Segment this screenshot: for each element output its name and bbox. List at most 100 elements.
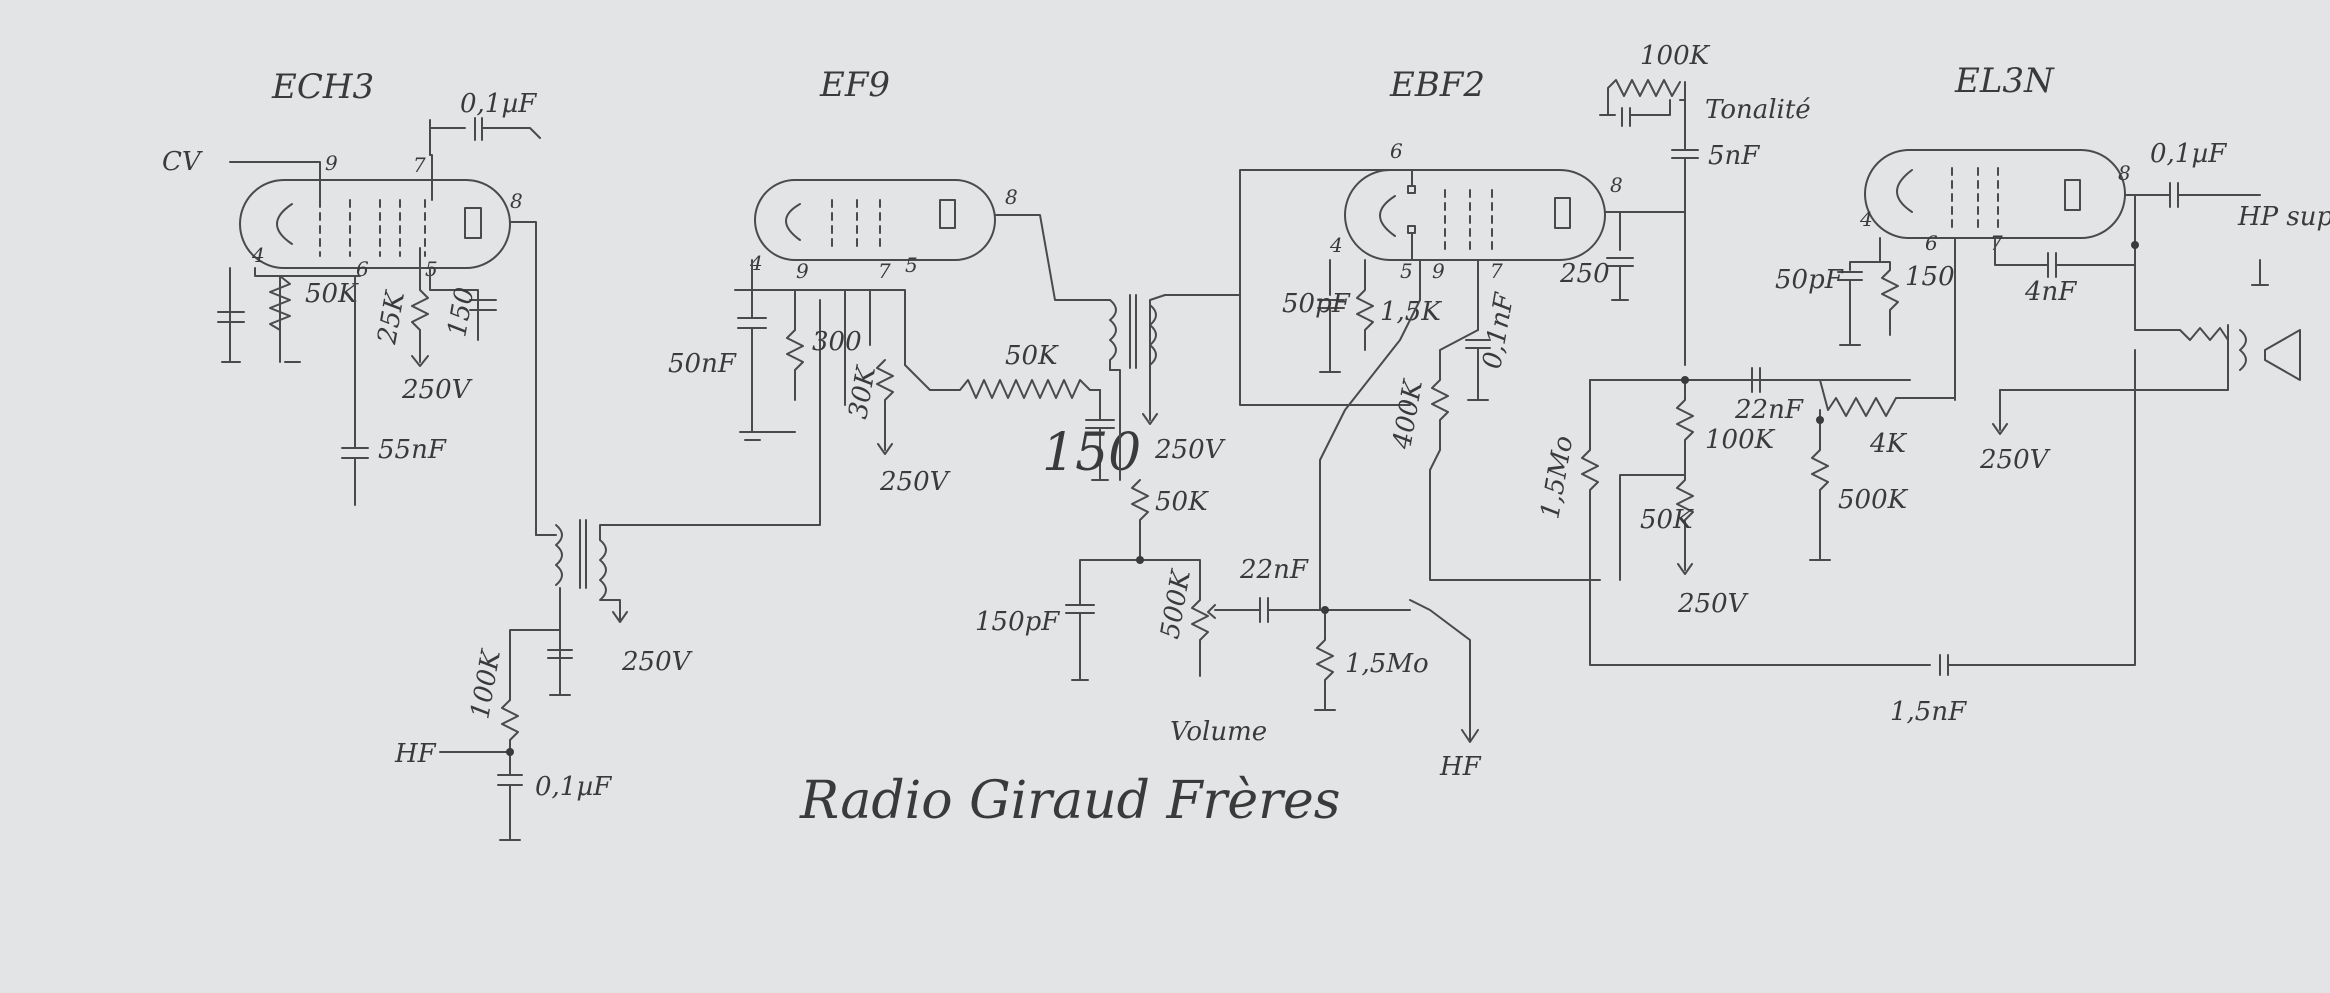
- resistor-100k: [501, 699, 519, 753]
- anode-ef9: [939, 199, 956, 229]
- cap-label: 50pF: [1775, 265, 1844, 295]
- pin-label: 8: [1610, 173, 1623, 197]
- wire: [599, 299, 821, 541]
- resistor-50k-ef9: [904, 364, 1101, 399]
- cap-label: 0,1nF: [1477, 290, 1520, 371]
- wire: [509, 221, 537, 536]
- cathode-ebf2: [1379, 195, 1396, 237]
- res-label: 30K: [843, 363, 882, 421]
- cap-label: 0,1µF: [460, 89, 537, 119]
- tube-label-ef9: EF9: [819, 65, 890, 105]
- wire: [229, 267, 361, 363]
- cap-250: [1606, 211, 1634, 301]
- resistor-15mo: [1314, 609, 1411, 711]
- pin-label: 6: [1925, 231, 1938, 255]
- res-label: 1,5Mo: [1535, 434, 1579, 522]
- wire-hf-center: [1409, 599, 1479, 743]
- res-label: 50K: [1640, 505, 1694, 535]
- wire: [229, 161, 321, 201]
- cap-150-ef9: [1085, 389, 1115, 481]
- res-label: 1,5K: [1380, 297, 1442, 327]
- volt-label: 250V: [1979, 445, 2051, 475]
- resistor-100k-ebf2: [1589, 379, 1911, 575]
- if-transformer-2: [1109, 294, 1241, 425]
- cathode-el3n: [1896, 169, 1913, 213]
- coupling-el3: [1751, 239, 1956, 417]
- cap-label: 150pF: [975, 607, 1060, 637]
- resistor-400k: [1429, 329, 1601, 581]
- cap-label: 5nF: [1708, 141, 1760, 171]
- speaker-output: [1999, 194, 2301, 391]
- tube-label-el3n: EL3N: [1954, 61, 2055, 101]
- tone-control: [1599, 79, 1686, 127]
- cap-label: 0,1µF: [535, 772, 612, 802]
- wire: [1239, 169, 1413, 296]
- tube-ef9: [754, 179, 996, 261]
- resistor-300: [786, 329, 804, 401]
- wire: [1954, 237, 2008, 435]
- pin-label: 8: [510, 189, 523, 213]
- cap-label: 0,1µF: [2150, 139, 2227, 169]
- pin-label: 9: [796, 259, 809, 283]
- cathode-ech3: [276, 203, 293, 245]
- wire: [1319, 259, 1421, 611]
- wire: [1619, 474, 1686, 581]
- pin-label: 7: [1490, 259, 1503, 283]
- hp-label: HP sup: [2237, 202, 2330, 232]
- pin-label: 5: [1400, 259, 1413, 283]
- res-label: 50K: [1155, 487, 1209, 517]
- wire: [734, 259, 906, 406]
- wire: [2251, 259, 2269, 286]
- volt-label: 250V: [1677, 589, 1749, 619]
- cap-5nf: [1671, 99, 1699, 213]
- pin-label: 7: [413, 153, 426, 177]
- cap-01uf-el3: [2124, 182, 2261, 208]
- res-label: 500K: [1838, 485, 1909, 515]
- wire-cap-ech3: [429, 117, 541, 201]
- cap-50pf-ebf2: [1317, 259, 1345, 373]
- hf-label: HF: [394, 739, 437, 769]
- junction-dot: [1681, 376, 1689, 384]
- potentiometer-volume: [1139, 559, 1216, 677]
- tube-ech3: [239, 179, 511, 269]
- pin-label: 5: [905, 253, 918, 277]
- grids-ef9: [831, 199, 881, 251]
- pin-label: 7: [878, 259, 891, 283]
- wire: [509, 587, 573, 701]
- cap-label: 150: [442, 285, 480, 339]
- cap-symbol: [217, 311, 245, 363]
- cap-label: 4nF: [2024, 277, 2077, 307]
- res-label: 400K: [1387, 376, 1429, 452]
- pin-label: 9: [1432, 259, 1445, 283]
- pin-label: 7: [1990, 231, 2003, 255]
- junction-dot: [506, 748, 514, 756]
- if-transformer-1: [535, 519, 628, 623]
- cv-label: CV: [162, 147, 203, 177]
- cap-label: 55nF: [378, 435, 447, 465]
- pin-label: 4: [251, 243, 265, 267]
- junction-dot: [2131, 241, 2139, 249]
- anode-ebf2: [1554, 197, 1571, 229]
- resistor-symbol: [269, 275, 291, 363]
- cap-label: 150: [1042, 423, 1141, 483]
- res-label: 100K: [1705, 425, 1776, 455]
- pin-label: 4: [1329, 233, 1343, 257]
- pin-label: 9: [325, 151, 338, 175]
- pin-label: 6: [1390, 139, 1403, 163]
- resistor-15k: [1356, 259, 1374, 351]
- pin-label: 4: [1859, 207, 1873, 231]
- resistor-150: [1879, 261, 1899, 336]
- feedback-loop: [1581, 349, 2136, 676]
- resistor-50k-if2: [1131, 479, 1149, 561]
- anode-ech3: [464, 207, 482, 239]
- wire: [1239, 294, 1411, 406]
- cathode-ef9: [785, 203, 801, 241]
- res-label: 100K: [465, 646, 507, 721]
- diagram-title: Radio Giraud Frères: [799, 771, 1340, 831]
- wire: [1604, 211, 1686, 366]
- volt-label: 250V: [401, 375, 473, 405]
- tonalite-label: Tonalité: [1705, 95, 1811, 125]
- res-label: 300: [812, 327, 862, 357]
- grids-ech3: [319, 199, 426, 257]
